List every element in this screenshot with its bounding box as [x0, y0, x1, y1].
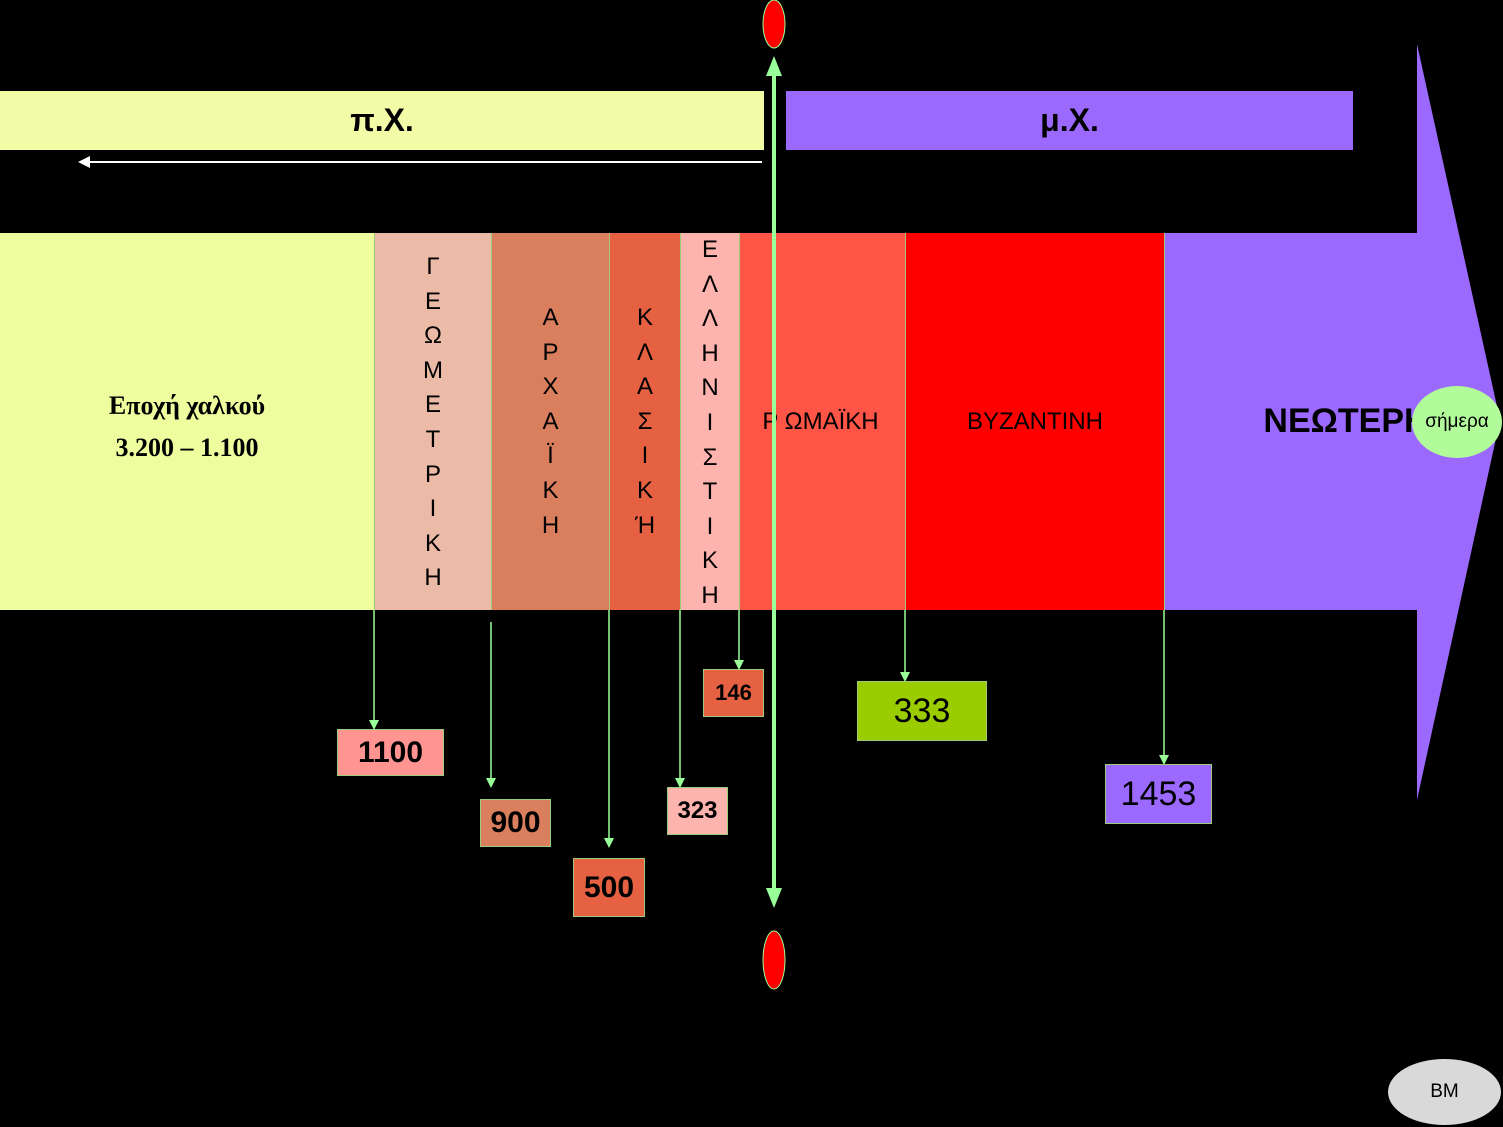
period-modern: ΝΕΩΤΕΡΗ: [1164, 233, 1429, 610]
period-classical-letter: Α: [636, 373, 653, 401]
date-box-146: 146: [703, 669, 764, 717]
period-byzantine: ΒΥΖΑΝΤΙΝΗ: [905, 233, 1164, 610]
period-geometric-letter: Τ: [425, 425, 441, 453]
date-1453: 1453: [1120, 774, 1197, 813]
axis-arrowhead-top: [766, 56, 782, 76]
era-bar-ad: μ.Χ.: [786, 91, 1353, 150]
date-box-333: 333: [857, 681, 987, 741]
period-hellenistic-letter: Ι: [706, 512, 714, 540]
period-bronze: Εποχή χαλκού 3.200 – 1.100: [0, 233, 374, 610]
period-classical-letter: Ή: [634, 511, 656, 539]
period-classical-letter: Λ: [636, 338, 653, 366]
period-roman-label: Ρ ΩΜΑΪΚΗ: [762, 407, 879, 435]
period-hellenistic-letter: Σ: [702, 443, 718, 471]
period-geometric-letter: Γ: [426, 253, 440, 280]
marker-bottom: [762, 930, 786, 990]
today-ellipse: σήμερα: [1412, 386, 1502, 458]
period-geometric-letter: Ω: [424, 322, 442, 350]
period-hellenistic-letter: Η: [701, 581, 719, 609]
period-hellenistic-letter: Ε: [701, 236, 718, 263]
period-modern-label: ΝΕΩΤΕΡΗ: [1263, 402, 1429, 440]
period-hellenistic-letter: Ν: [701, 374, 719, 402]
era-ad-label: μ.Χ.: [1040, 102, 1099, 138]
signature-ellipse: ΒΜ: [1388, 1059, 1501, 1125]
period-bronze-name: Εποχή χαλκού: [108, 390, 266, 420]
era-bc-label: π.Χ.: [350, 102, 414, 138]
date-box-1100: 1100: [337, 729, 444, 776]
period-classical-letter: Κ: [636, 476, 653, 504]
period-archaic-letter: Χ: [542, 373, 559, 401]
date-box-323: 323: [667, 787, 728, 835]
period-archaic-letter: Ρ: [542, 338, 559, 366]
axis-arrowhead-bottom: [766, 888, 782, 908]
date-323: 323: [677, 797, 718, 824]
today-label: σήμερα: [1425, 411, 1489, 432]
period-hellenistic-letter: Τ: [702, 478, 718, 506]
period-geometric-letter: Η: [424, 564, 442, 592]
date-900: 900: [490, 806, 541, 839]
date-1100: 1100: [357, 735, 424, 769]
date-box-1453: 1453: [1105, 764, 1212, 824]
date-146: 146: [715, 680, 752, 705]
period-hellenistic-letter: Κ: [701, 547, 718, 575]
period-geometric-letter: Ι: [429, 495, 437, 523]
period-roman: Ρ ΩΜΑΪΚΗ: [739, 233, 905, 610]
period-classical-letter: Σ: [637, 407, 653, 435]
period-classical-letter: Κ: [636, 304, 653, 331]
period-archaic-letter: Κ: [542, 476, 559, 504]
period-geometric-letter: Ρ: [424, 460, 441, 488]
date-500: 500: [583, 870, 635, 904]
period-byzantine-label: ΒΥΖΑΝΤΙΝΗ: [966, 407, 1103, 435]
signature-label: ΒΜ: [1430, 1081, 1459, 1102]
period-geometric-letter: Ε: [424, 391, 441, 419]
period-archaic-letter: Ϊ: [547, 442, 554, 470]
period-hellenistic-letter: Λ: [701, 270, 719, 298]
period-bronze-range: 3.200 – 1.100: [115, 432, 259, 462]
marker-top: [762, 0, 786, 49]
date-box-900: 900: [480, 799, 551, 847]
period-hellenistic-letter: Η: [701, 339, 719, 367]
period-archaic-letter: Α: [542, 304, 559, 331]
period-geometric-letter: Μ: [423, 356, 443, 384]
era-bar-bc: π.Χ.: [0, 91, 764, 150]
period-geometric-letter: Κ: [424, 529, 441, 557]
period-hellenistic-letter: Λ: [701, 305, 719, 333]
date-box-500: 500: [573, 858, 645, 917]
period-classical-letter: Ι: [641, 442, 649, 470]
period-geometric-letter: Ε: [424, 287, 441, 315]
date-333: 333: [893, 691, 951, 730]
period-hellenistic-letter: Ι: [706, 408, 714, 436]
period-archaic-letter: Α: [542, 407, 559, 435]
period-archaic-letter: Η: [541, 511, 560, 539]
